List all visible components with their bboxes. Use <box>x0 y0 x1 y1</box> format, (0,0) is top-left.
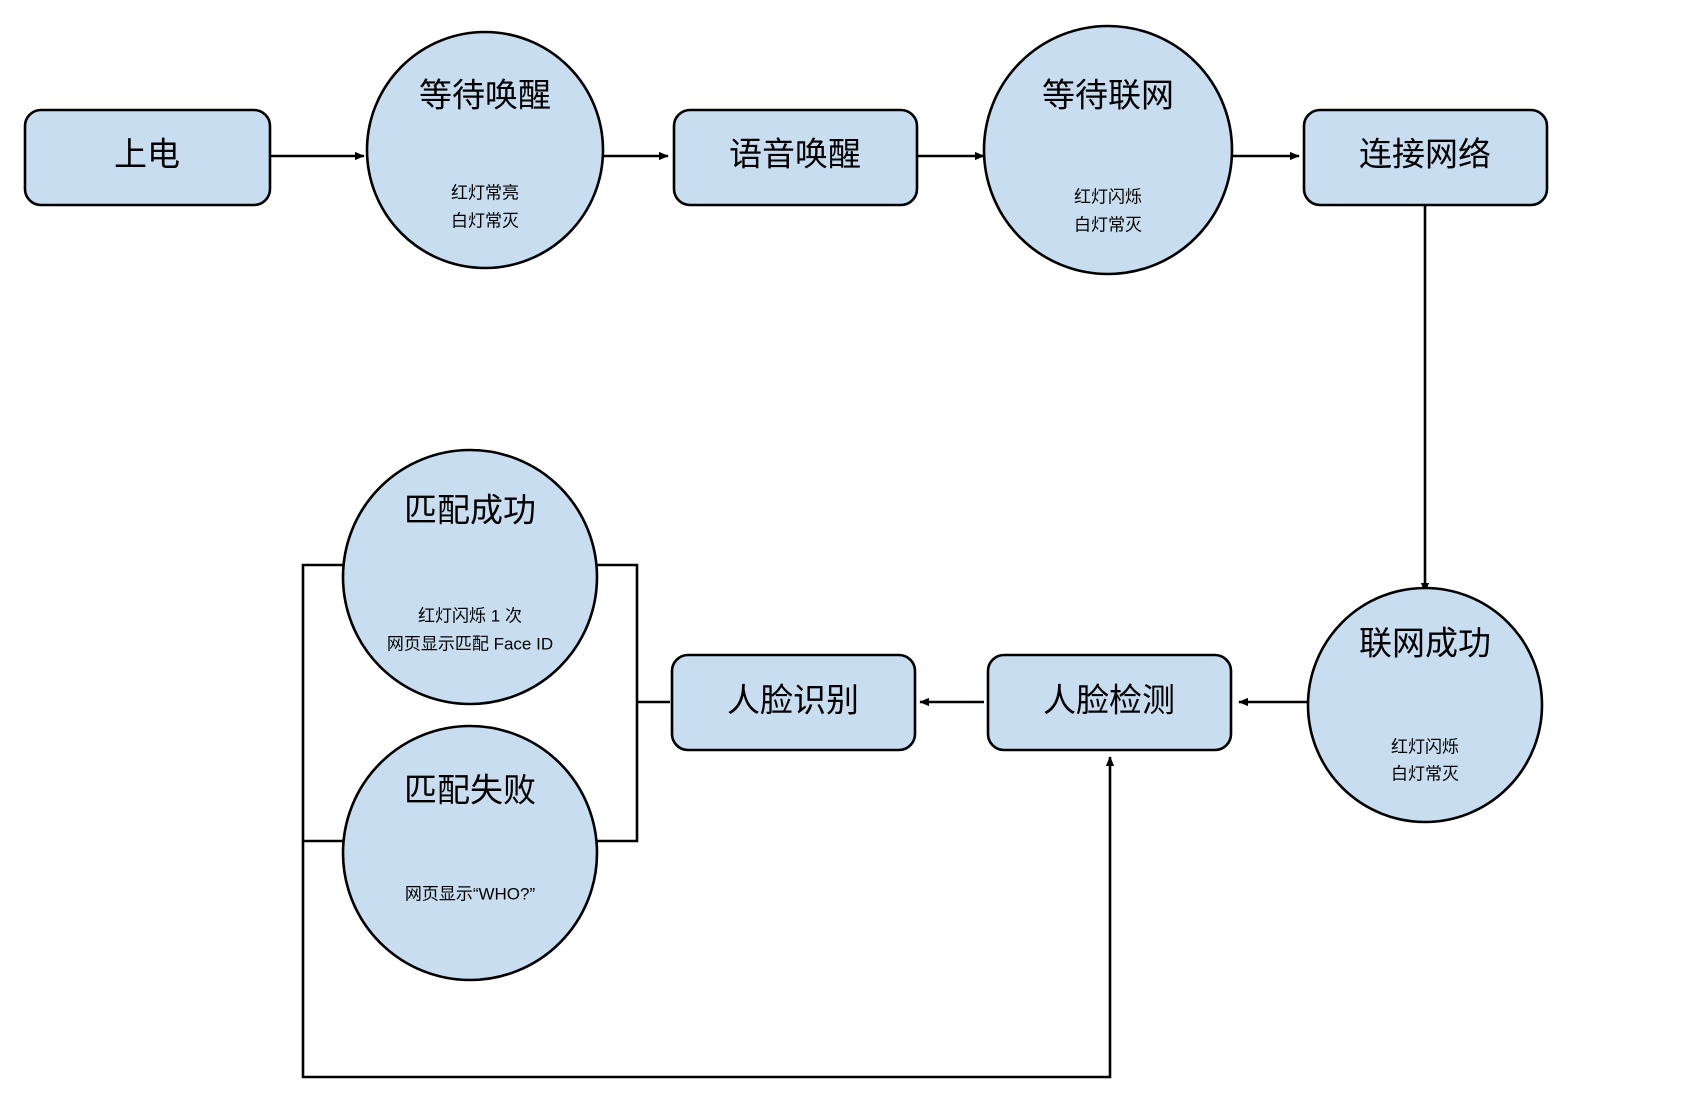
node-match-fail[interactable]: 匹配失败 网页显示“WHO?” <box>341 724 599 982</box>
node-match-success-sub-2: 网页显示匹配 Face ID <box>387 634 553 653</box>
node-voice-wakeup-label: 语音唤醒 <box>729 136 861 173</box>
node-wait-wakeup-label: 等待唤醒 <box>419 77 551 114</box>
node-face-recognize-label: 人脸识别 <box>727 682 859 719</box>
node-network-success[interactable]: 联网成功 红灯闪烁 白灯常灭 <box>1306 586 1544 824</box>
node-face-recognize-shape[interactable] <box>670 653 917 752</box>
node-match-success-shape[interactable] <box>341 448 599 706</box>
node-voice-wakeup-shape[interactable] <box>672 108 919 207</box>
node-match-success-label: 匹配成功 <box>404 492 536 529</box>
node-face-detect-label: 人脸检测 <box>1043 682 1175 719</box>
node-wait-wakeup-sub-2: 白灯常灭 <box>451 211 519 230</box>
node-wait-network-sub-2: 白灯常灭 <box>1074 215 1142 234</box>
node-power-on-shape[interactable] <box>23 108 272 207</box>
node-wait-wakeup-sub-1: 红灯常亮 <box>451 183 519 202</box>
node-power-on[interactable]: 上电 <box>23 108 272 207</box>
node-wait-network-label: 等待联网 <box>1042 77 1174 114</box>
node-network-success-sub-2: 白灯常灭 <box>1391 764 1459 783</box>
node-face-detect[interactable]: 人脸检测 <box>986 653 1233 752</box>
node-network-success-label: 联网成功 <box>1359 625 1491 662</box>
node-voice-wakeup[interactable]: 语音唤醒 <box>672 108 919 207</box>
node-match-success[interactable]: 匹配成功 红灯闪烁 1 次 网页显示匹配 Face ID <box>341 448 599 706</box>
node-wait-wakeup-shape[interactable] <box>365 30 605 270</box>
node-face-detect-shape[interactable] <box>986 653 1233 752</box>
node-wait-network[interactable]: 等待联网 红灯闪烁 白灯常灭 <box>982 24 1234 276</box>
node-power-on-label: 上电 <box>114 136 180 173</box>
node-network-success-shape[interactable] <box>1306 586 1544 824</box>
node-match-success-sub-1: 红灯闪烁 1 次 <box>418 606 522 625</box>
node-face-recognize[interactable]: 人脸识别 <box>670 653 917 752</box>
node-match-fail-sub-1: 网页显示“WHO?” <box>405 884 536 903</box>
node-network-success-sub-1: 红灯闪烁 <box>1391 737 1459 756</box>
edge-face-recognize-to-match-branch <box>301 563 670 843</box>
node-connect-network[interactable]: 连接网络 <box>1302 108 1549 207</box>
node-connect-network-label: 连接网络 <box>1359 136 1491 173</box>
node-match-fail-label: 匹配失败 <box>404 772 536 809</box>
node-match-fail-shape[interactable] <box>341 724 599 982</box>
node-wait-network-sub-1: 红灯闪烁 <box>1074 187 1142 206</box>
node-connect-network-shape[interactable] <box>1302 108 1549 207</box>
edge-match-fail-to-face-detect <box>301 756 1115 1079</box>
node-wait-wakeup[interactable]: 等待唤醒 红灯常亮 白灯常灭 <box>365 30 605 270</box>
node-wait-network-shape[interactable] <box>982 24 1234 276</box>
